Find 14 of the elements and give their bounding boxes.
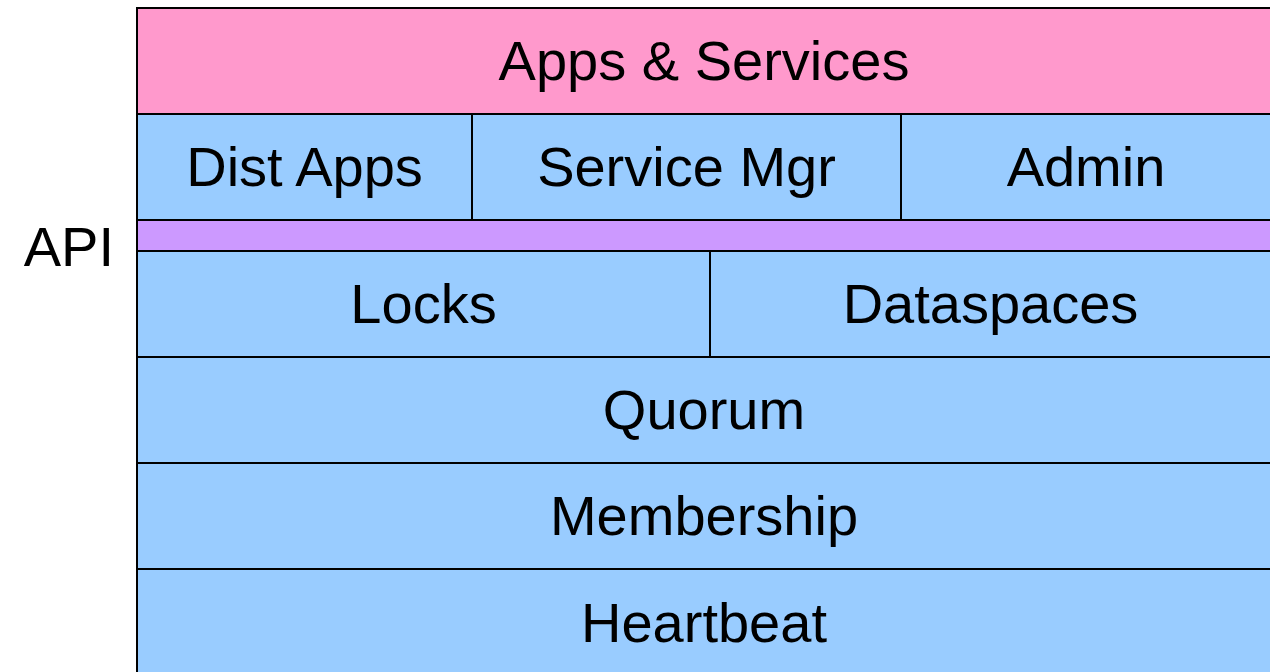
layer-box — [136, 7, 1270, 115]
layer-box — [136, 356, 1270, 464]
layer-box — [471, 113, 902, 221]
layer-label: Quorum — [602, 382, 806, 438]
layer-box — [709, 250, 1270, 358]
layer-label: Heartbeat — [581, 595, 827, 651]
layer-box — [136, 568, 1270, 672]
layer-label: Locks — [350, 276, 497, 332]
layer-box — [136, 250, 711, 358]
band-label: API — [23, 219, 114, 275]
layer-label: Admin — [1006, 139, 1166, 195]
layer-box — [900, 113, 1270, 221]
layer-box — [136, 462, 1270, 570]
layer-box — [136, 113, 473, 221]
